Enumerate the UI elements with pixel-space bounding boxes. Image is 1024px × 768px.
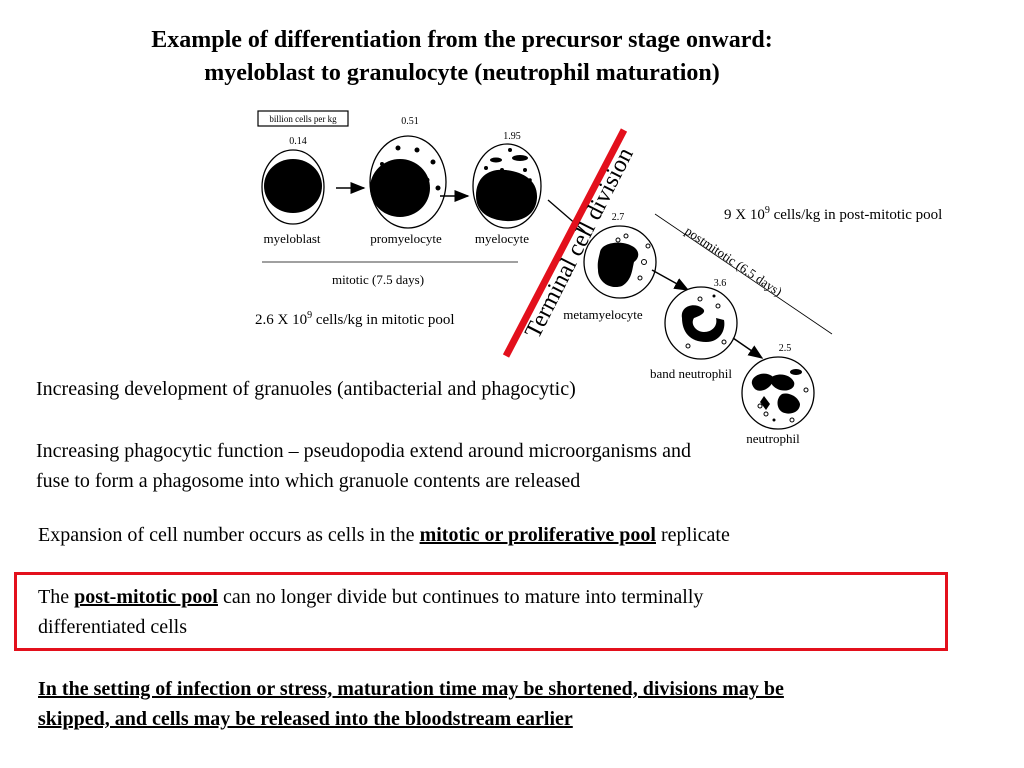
slide-title: Example of differentiation from the prec… (0, 24, 924, 90)
title-line-2: myeloblast to granulocyte (neutrophil ma… (204, 60, 720, 86)
promyelocyte-cell (369, 135, 447, 229)
terminal-division-divider (502, 128, 628, 358)
neutrophil-maturation-diagram: billion cells per kg 0.14 myeloblast 0.5… (255, 110, 942, 446)
legend-label: billion cells per kg (269, 114, 337, 124)
postmitotic-point-line-2: differentiated cells (38, 616, 188, 638)
band-neutrophil-cell (664, 286, 738, 360)
neutrophil-label: neutrophil (746, 431, 800, 446)
myelocyte-label: myelocyte (475, 231, 529, 246)
myeloblast-label: myeloblast (263, 231, 320, 246)
title-line-1: Example of differentiation from the prec… (151, 27, 773, 53)
stress-point-line-1: In the setting of infection or stress, m… (38, 678, 784, 700)
granules-point: Increasing development of granuoles (ant… (36, 378, 576, 400)
promyelocyte-count: 0.51 (401, 116, 419, 127)
neutrophil-cell (741, 356, 815, 430)
postmitotic-highlight-box (14, 572, 948, 651)
promyelocyte-label: promyelocyte (370, 231, 442, 246)
metamyelocyte-count: 2.7 (612, 212, 625, 223)
band-neutrophil-label: band neutrophil (650, 366, 732, 381)
stress-point-line-2: skipped, and cells may be released into … (38, 708, 573, 730)
mitotic-pool-emphasis: mitotic or proliferative pool (419, 524, 656, 546)
expansion-point: Expansion of cell number occurs as cells… (38, 524, 730, 546)
postmitotic-pool-label: 9 X 109 cells/kg in post-mitotic pool (724, 205, 942, 223)
myelocyte-cell (472, 143, 542, 229)
phagocytic-point-line-1: Increasing phagocytic function – pseudop… (36, 440, 692, 462)
mitotic-pool-label: 2.6 X 109 cells/kg in mitotic pool (255, 310, 455, 328)
postmitotic-pool-emphasis: post-mitotic pool (74, 586, 218, 608)
legend-box: billion cells per kg (257, 110, 349, 127)
neutrophil-count: 2.5 (779, 343, 792, 354)
phagocytic-point-line-2: fuse to form a phagosome into which gran… (36, 470, 581, 492)
mitotic-duration-label: mitotic (7.5 days) (332, 272, 424, 287)
postmitotic-point-line-1: The post-mitotic pool can no longer divi… (38, 586, 704, 608)
division-line (547, 199, 586, 233)
metamyelocyte-label: metamyelocyte (563, 307, 643, 322)
postmitotic-timeline (654, 213, 833, 335)
myeloblast-count: 0.14 (289, 136, 307, 147)
arrow-metamyelocyte-to-band (651, 269, 690, 291)
band-neutrophil-count: 3.6 (714, 278, 727, 289)
metamyelocyte-cell (583, 225, 657, 299)
myeloblast-cell (261, 149, 325, 225)
myelocyte-count: 1.95 (503, 131, 521, 142)
arrow-band-to-neutrophil (732, 337, 764, 359)
